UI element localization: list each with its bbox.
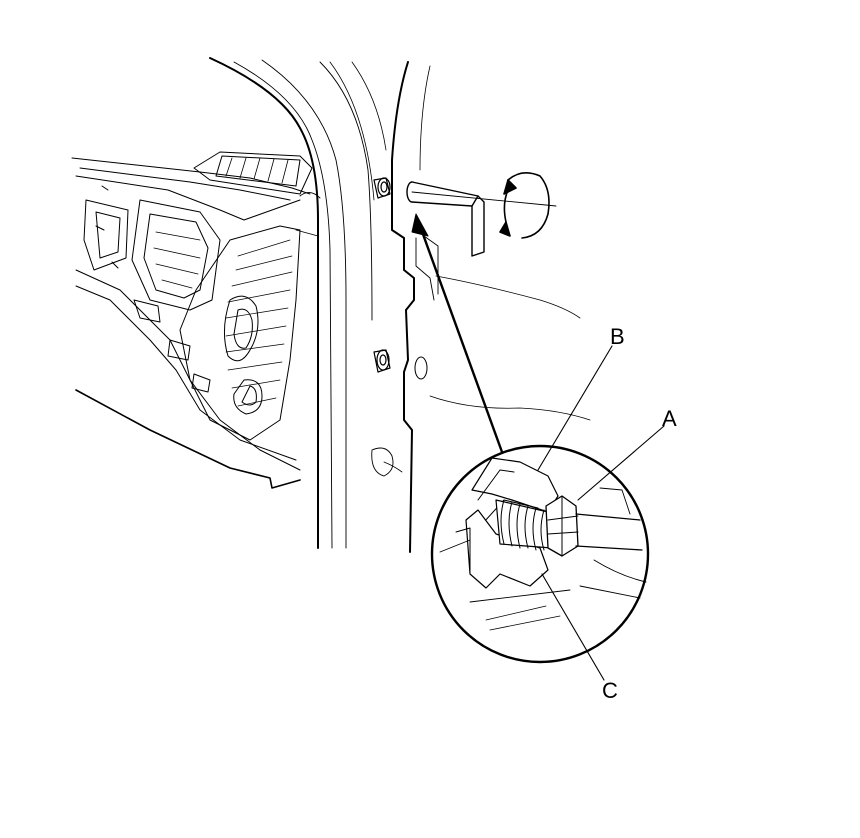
hex-wrench-icon (406, 181, 557, 257)
detail-leader-arrow (411, 213, 504, 454)
callout-label-b: B (610, 324, 625, 349)
callout-label-a: A (662, 406, 677, 431)
door-edge-illustration (371, 61, 591, 553)
a-pillar-illustration (209, 57, 387, 549)
rotate-arrow-icon (499, 172, 550, 239)
dashboard-illustration (71, 151, 313, 489)
hinge-bolt-upper (373, 177, 391, 199)
hinge-bolt-lower (373, 349, 391, 373)
detail-magnifier-circle (430, 444, 650, 664)
callout-leaders (537, 345, 665, 681)
callout-label-c: C (602, 678, 618, 703)
